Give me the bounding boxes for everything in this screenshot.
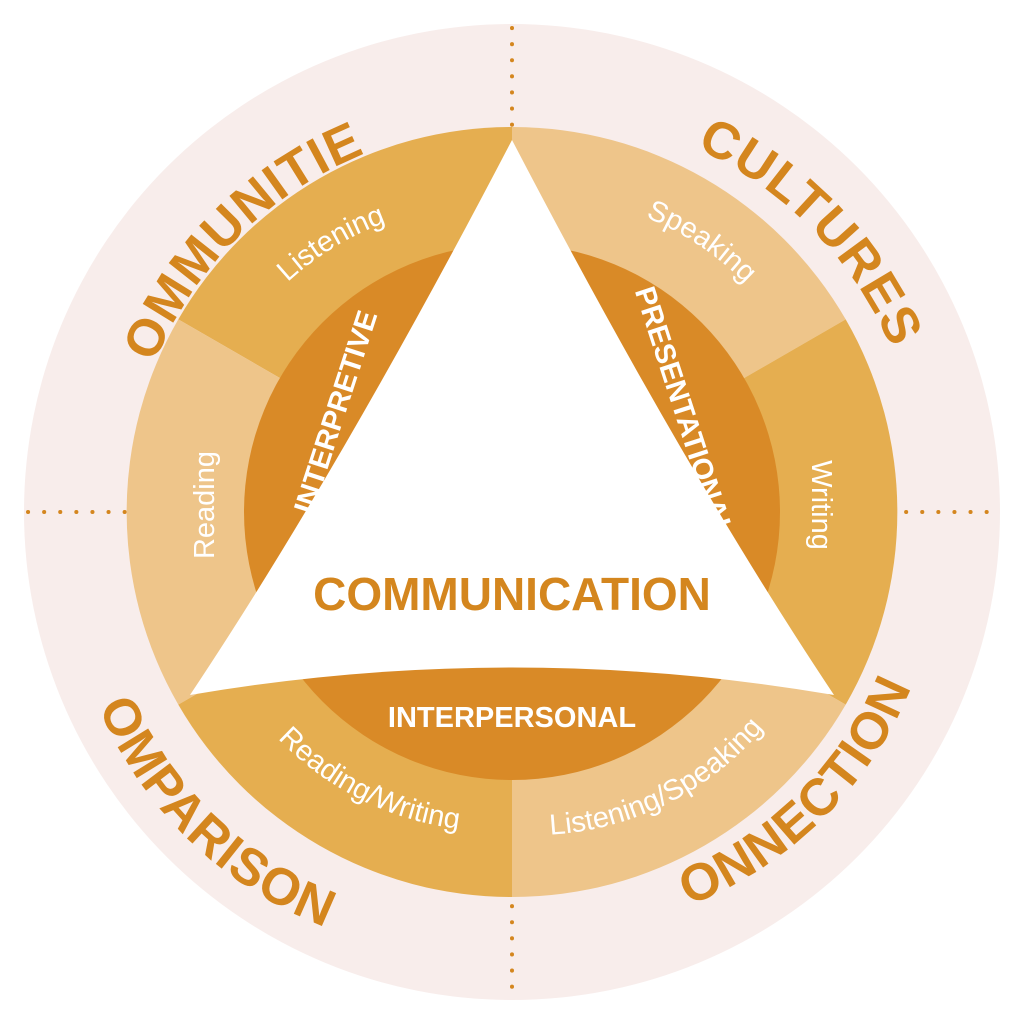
central-triangle [190,140,834,695]
dotted-dividers [26,26,998,998]
label-reading: Reading [189,451,221,559]
label-communication: COMMUNICATION [313,568,711,620]
label-interpersonal: INTERPERSONAL [388,702,636,734]
label-writing: Writing [805,460,837,550]
